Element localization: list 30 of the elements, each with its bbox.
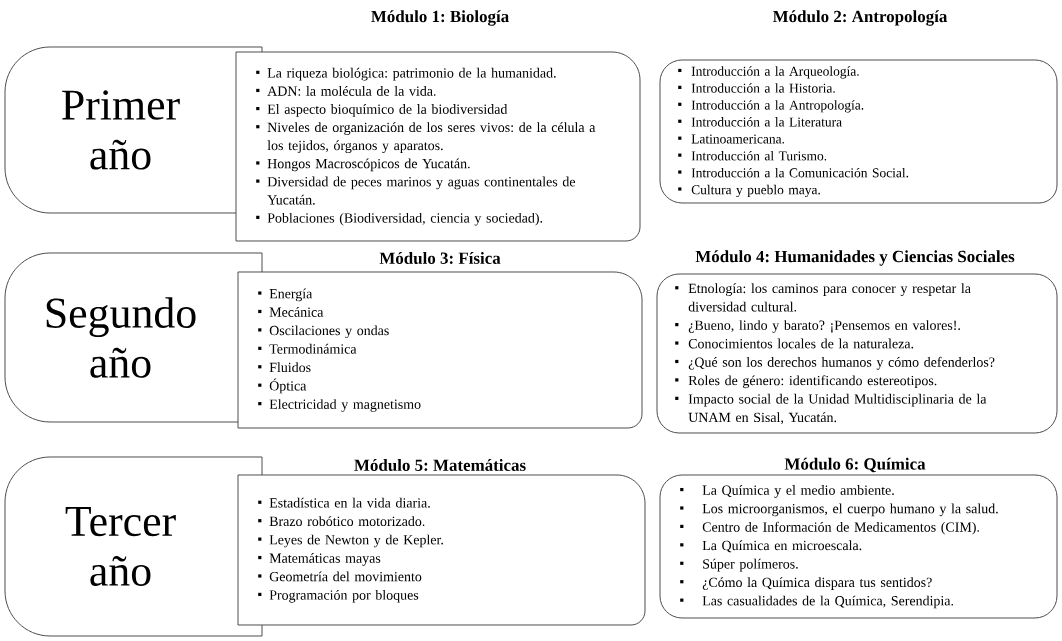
list-item: Introducción a la Historia.	[678, 83, 835, 93]
module-heading: Módulo 4: Humanidades y Ciencias Sociales	[695, 250, 1015, 266]
list-item: Introducción al Turismo.	[678, 150, 827, 161]
list-item: Conocimientos locales de la naturaleza.	[675, 338, 914, 349]
list-item: Cultura y pueblo maya.	[678, 184, 820, 198]
list-item: Etnología: los caminos para conocer y respetar la diversidad cultural.	[675, 283, 971, 312]
list-item: Roles de género: identificando estereotipos.	[675, 375, 937, 389]
module-heading: Módulo 1: Biología	[371, 10, 509, 26]
list-item: Las casualidades de la Química, Serendipia.	[680, 595, 954, 609]
list-item: ¿Bueno, lindo y barato? ¡Pensemos en valores!.	[675, 320, 960, 333]
module-heading: Módulo 6: Química	[784, 457, 926, 473]
list-item: Centro de Información de Medicamentos (CIM).	[680, 521, 979, 535]
year-box: Tercer año	[4, 456, 263, 637]
list-item: Los microorganismos, el cuerpo humano y la salud.	[680, 503, 998, 517]
list-item: ¿Cómo la Química dispara tus sentidos?	[680, 577, 932, 590]
list-item: Introducción a la Comunicación Social.	[678, 167, 909, 178]
list-item: La Química en microescala.	[680, 540, 862, 553]
list-item: Introducción a la Antropología.	[678, 100, 864, 113]
list-item: ¿Qué son los derechos humanos y cómo defenderlos?	[675, 356, 995, 370]
module-heading: Módulo 5: Matemáticas	[354, 459, 526, 471]
module-heading: Módulo 3: Física	[379, 252, 501, 264]
year-box: Segundo año	[4, 252, 263, 423]
module-heading: Módulo 2: Antropología	[772, 10, 948, 26]
list-item: Poblaciones (Biodiversidad, ciencia y sociedad).	[256, 212, 543, 226]
list-item: Impacto social de la Unidad Multidisciplinaria de la UNAM en Sisal, Yucatán.	[675, 393, 987, 425]
list-item: Introducción a la Literatura	[678, 117, 842, 127]
list-item: La Química y el medio ambiente.	[680, 485, 894, 498]
list-item: Súper polímeros.	[680, 558, 798, 572]
list-item: Introducción a la Arqueología.	[678, 66, 859, 79]
list-item: Latinoamericana.	[678, 134, 785, 144]
